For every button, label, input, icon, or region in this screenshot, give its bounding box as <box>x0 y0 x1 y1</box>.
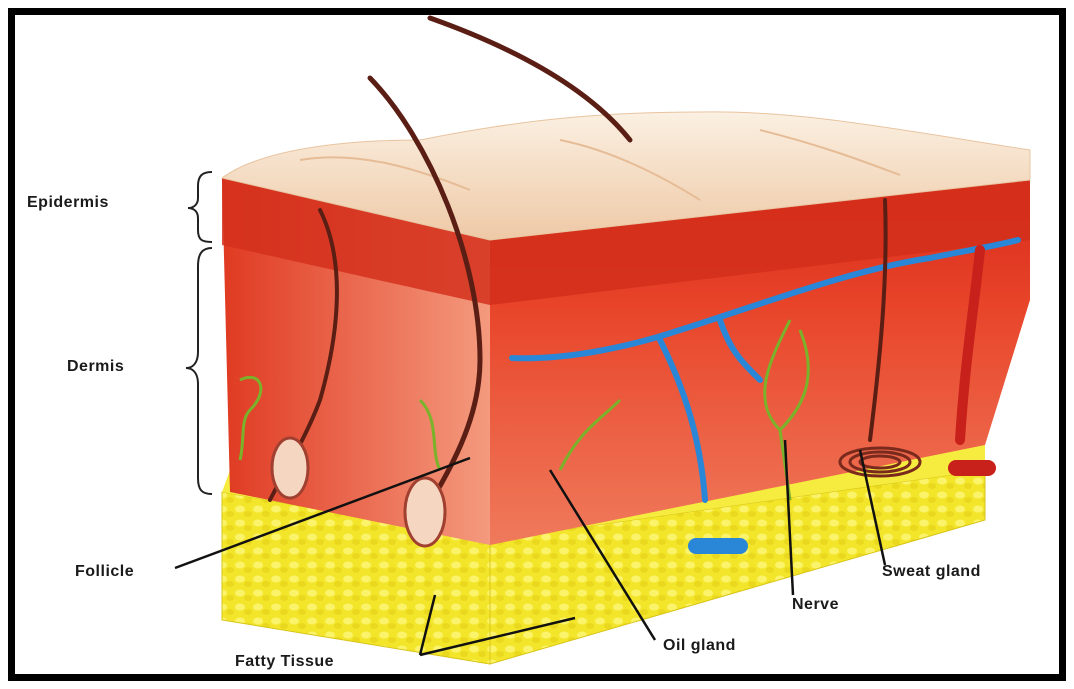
follicle-bulb <box>272 438 308 498</box>
oil-gland-bulb <box>405 478 445 546</box>
label-epidermis: Epidermis <box>27 194 109 212</box>
label-fatty-tissue: Fatty Tissue <box>235 653 334 671</box>
label-follicle: Follicle <box>75 563 134 581</box>
artery-end <box>948 460 996 476</box>
label-braces <box>186 172 212 494</box>
label-nerve: Nerve <box>792 596 839 614</box>
vessel-end <box>688 538 748 554</box>
label-dermis: Dermis <box>67 358 124 376</box>
label-oil-gland: Oil gland <box>663 637 736 655</box>
label-sweat-gland: Sweat gland <box>882 563 981 581</box>
